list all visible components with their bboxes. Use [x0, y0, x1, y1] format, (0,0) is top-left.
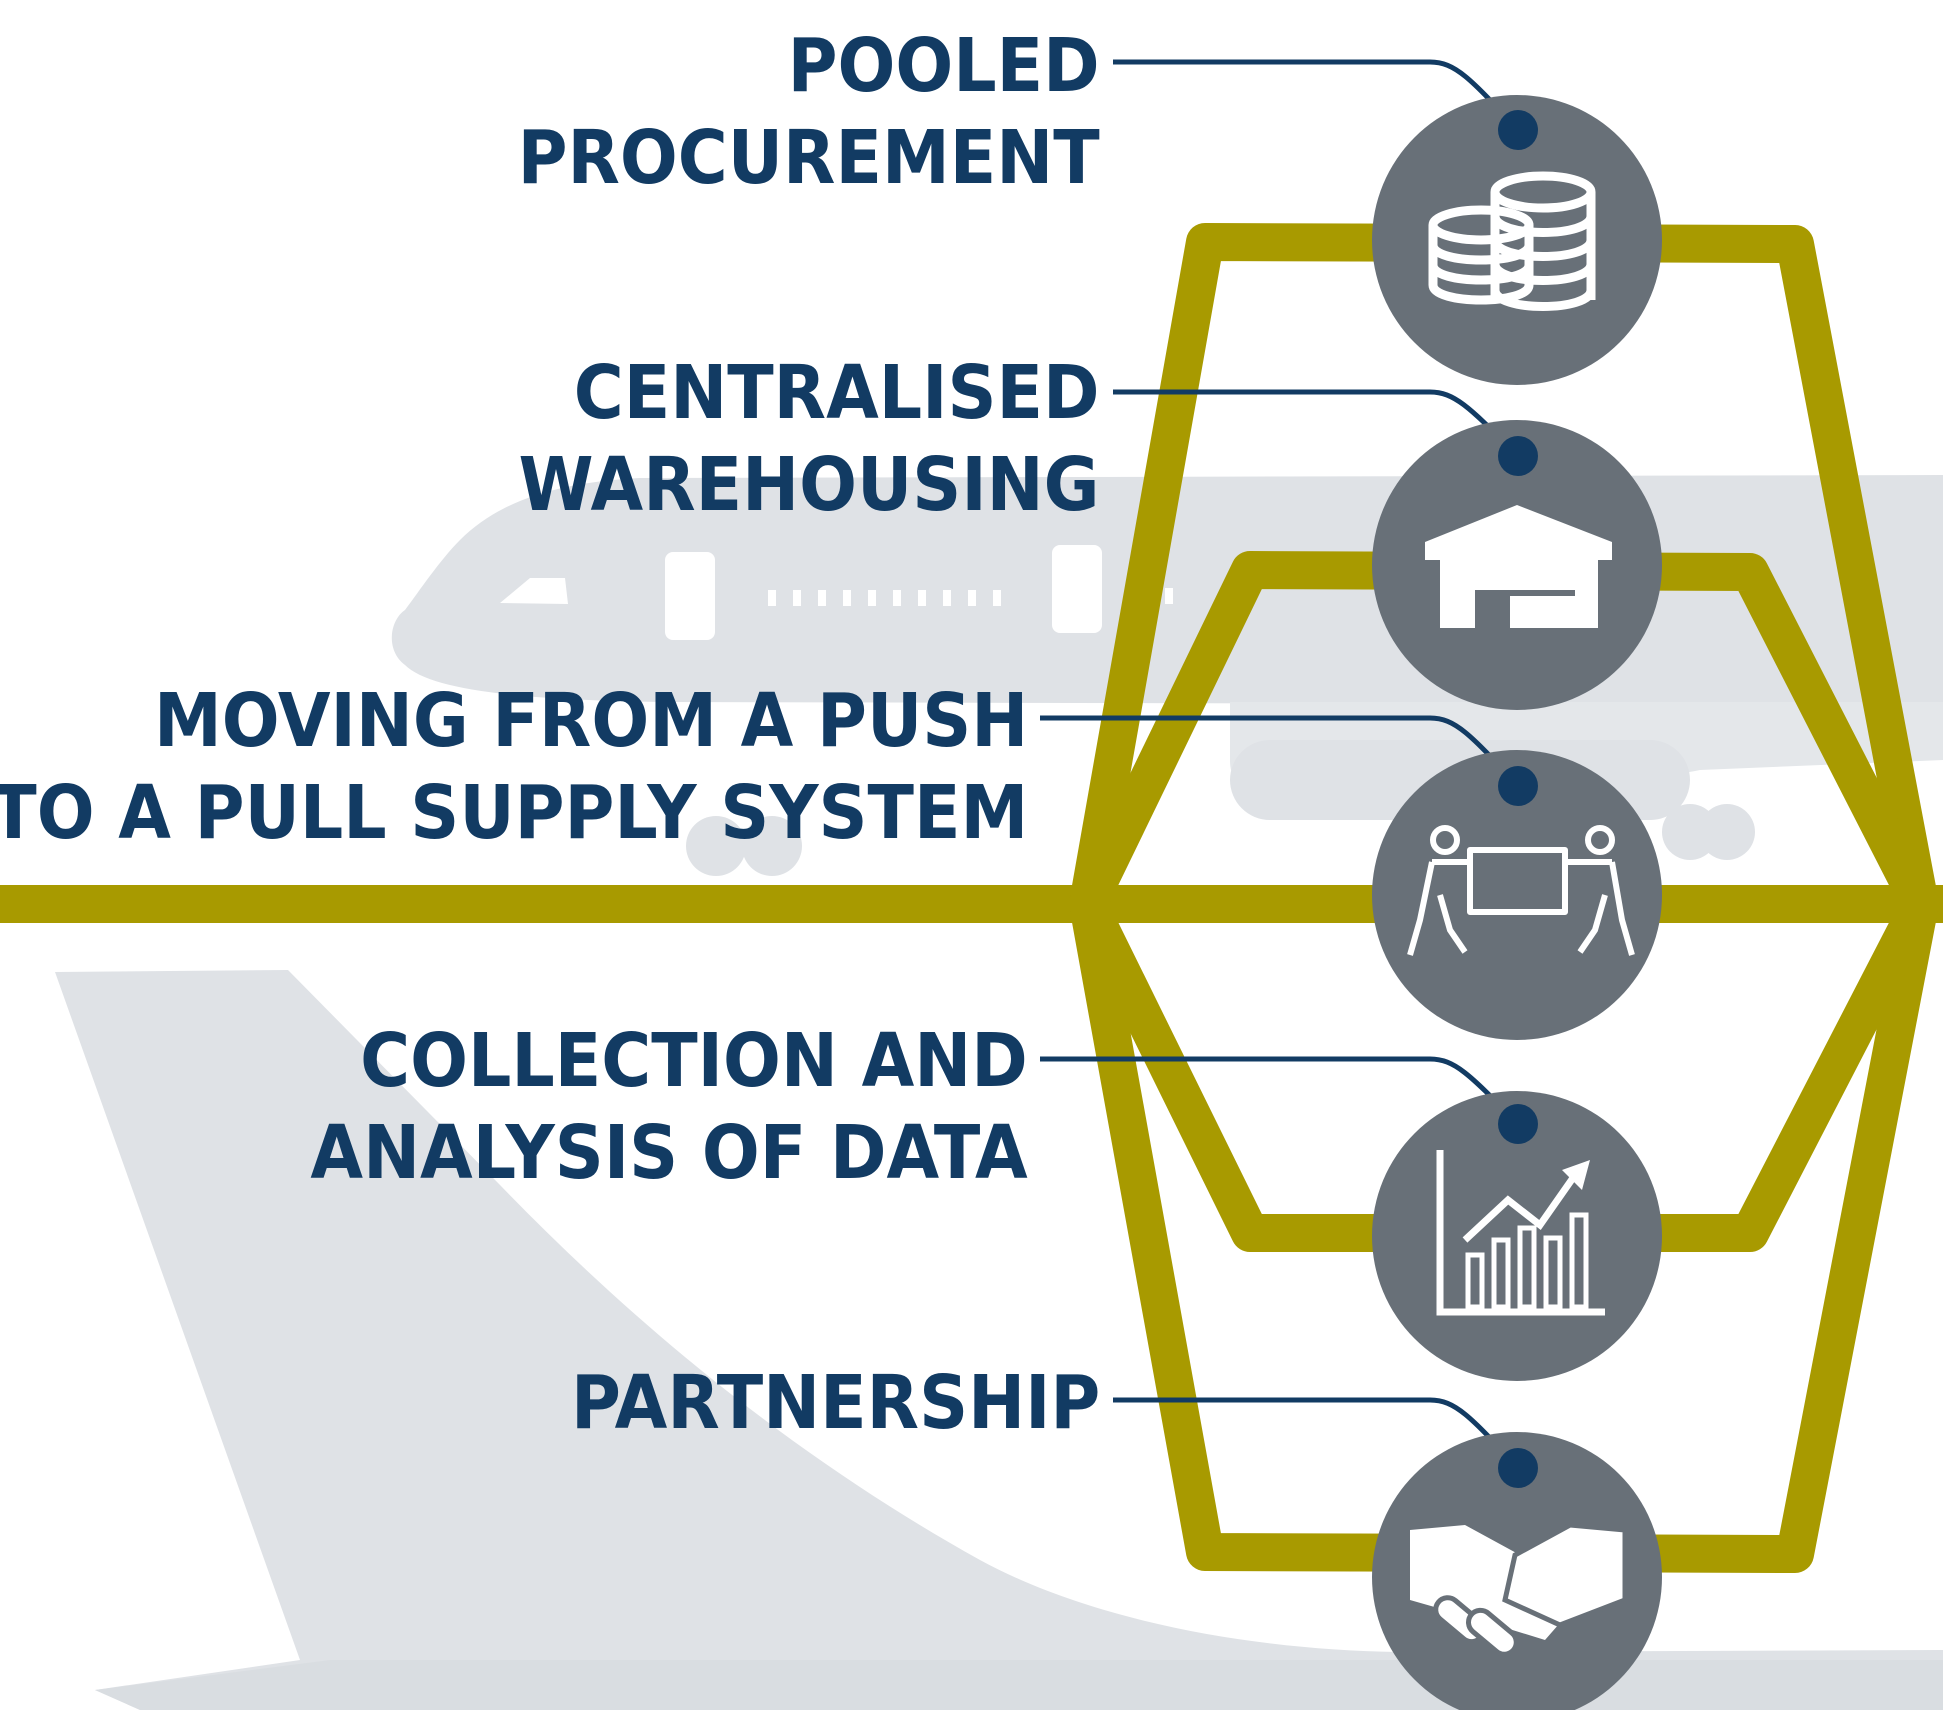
connector-dot [1498, 1448, 1538, 1488]
aircraft-door [665, 552, 715, 640]
label-pooled-procurement: POOLED PROCUREMENT [518, 20, 1100, 204]
item-icon-1 [1372, 95, 1662, 385]
item-icon-4 [1372, 1091, 1662, 1381]
item-icon-5 [1372, 1432, 1662, 1710]
label-line-1: MOVING FROM A PUSH [153, 678, 1028, 764]
connector-dot [1498, 436, 1538, 476]
label-partnership: PARTNERSHIP [571, 1357, 1100, 1449]
aircraft-tail-fin [55, 970, 1943, 1710]
label-line-2: TO A PULL SUPPLY SYSTEM [0, 770, 1028, 856]
label-line-1: PARTNERSHIP [570, 1360, 1100, 1446]
label-line-1: CENTRALISED [574, 350, 1100, 436]
aircraft-windows [768, 588, 1173, 606]
connector-dot [1498, 766, 1538, 806]
bar-chart-trend-icon [1436, 1150, 1605, 1316]
coins-stack-icon [1428, 171, 1596, 311]
aircraft-door [1052, 545, 1102, 633]
label-line-2: ANALYSIS OF DATA [310, 1110, 1028, 1196]
connector-dot [1498, 1104, 1538, 1144]
warehouse-icon [1425, 505, 1612, 628]
label-line-2: WAREHOUSING [518, 442, 1100, 528]
aircraft-cockpit-window [500, 578, 568, 604]
label-push-to-pull: MOVING FROM A PUSH TO A PULL SUPPLY SYST… [0, 675, 1028, 859]
label-line-1: COLLECTION AND [360, 1018, 1028, 1104]
connector-dot [1498, 110, 1538, 150]
label-centralised-warehousing: CENTRALISED WAREHOUSING [519, 347, 1100, 531]
supply-inner-loop [1069, 551, 1939, 1252]
item-icon-2 [1372, 420, 1662, 710]
label-line-2: PROCUREMENT [517, 115, 1100, 201]
aircraft-wheel-icon [686, 816, 746, 876]
aircraft-stabilizer-edge [95, 1660, 1943, 1710]
icon-circles [1372, 95, 1662, 1710]
item-icon-3 [1372, 750, 1662, 1040]
aircraft-wheel-icon [1699, 804, 1755, 860]
people-carrying-box-icon [1407, 825, 1635, 956]
aircraft-wheel-icon [742, 816, 802, 876]
handshake-icon [1410, 1522, 1628, 1657]
label-data-analysis: COLLECTION AND ANALYSIS OF DATA [311, 1015, 1028, 1199]
label-line-1: POOLED [787, 23, 1100, 109]
